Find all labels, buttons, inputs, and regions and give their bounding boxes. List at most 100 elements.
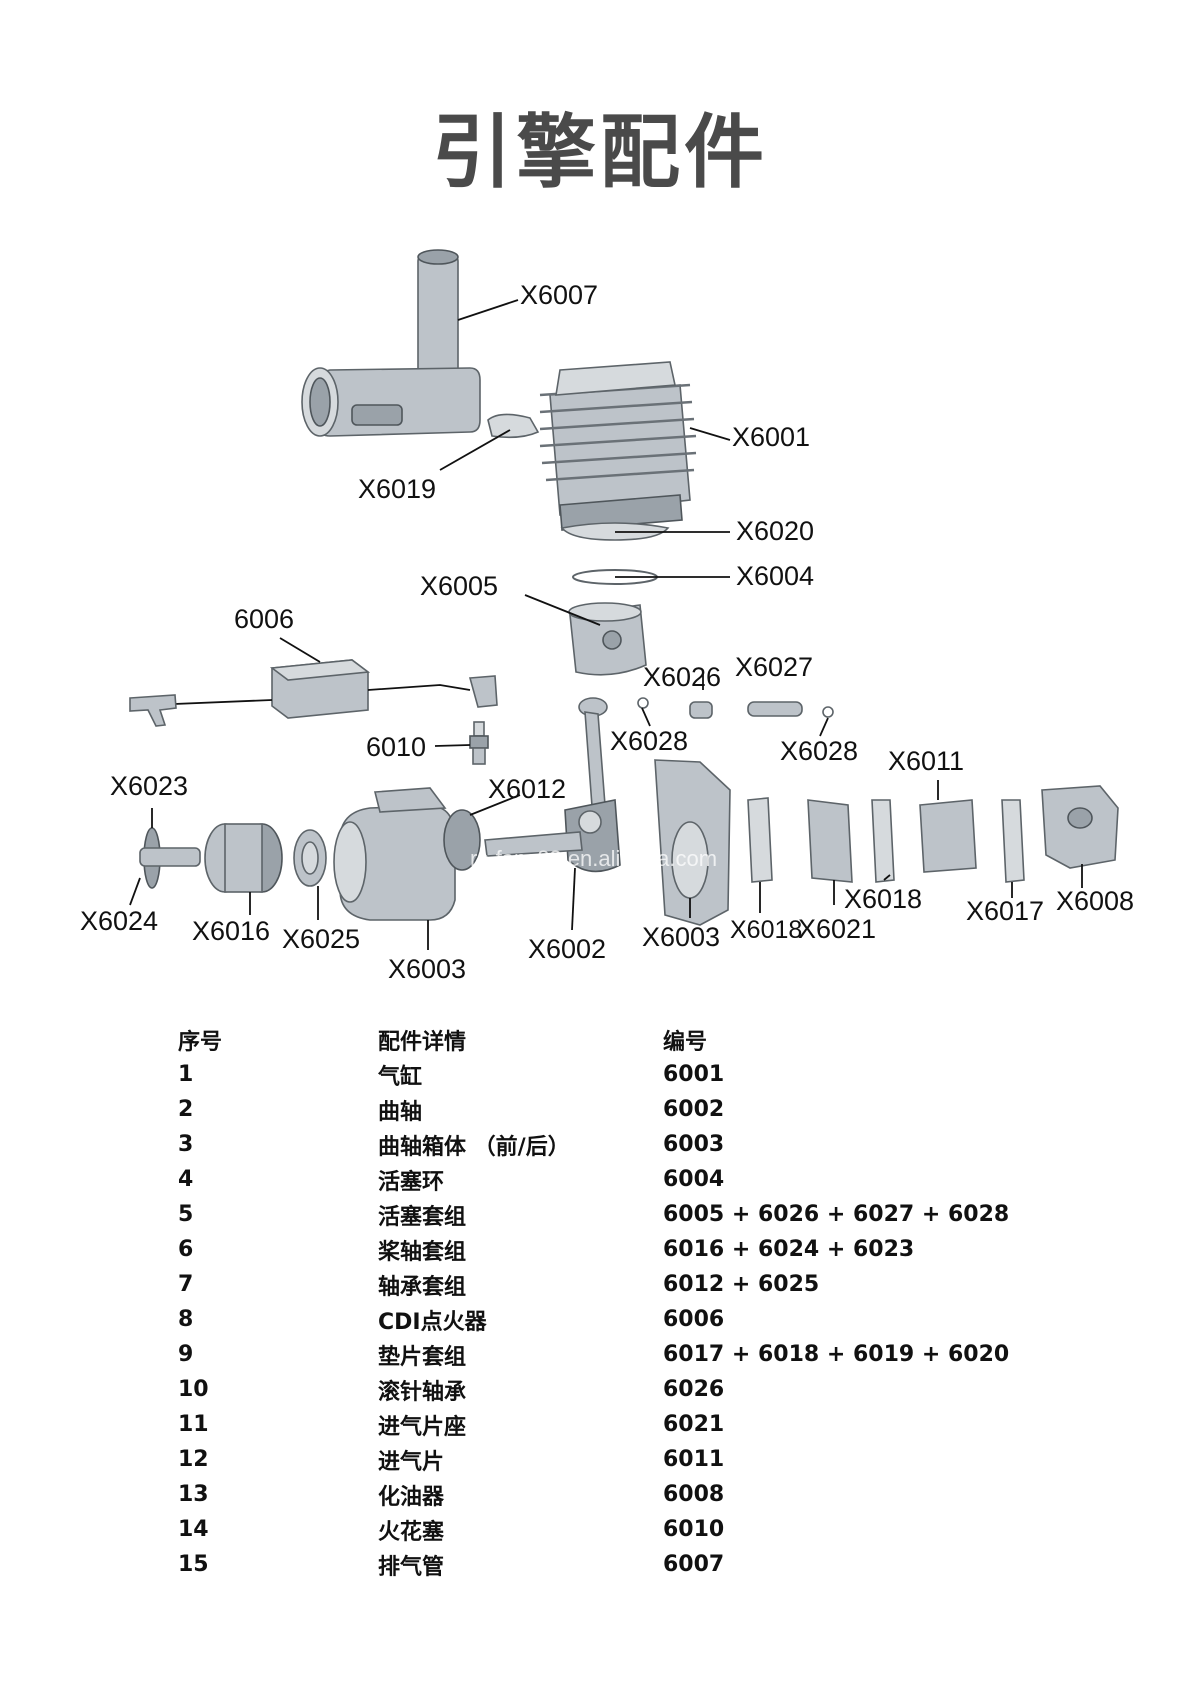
callout-x6017: X6017 [966,896,1044,926]
exhaust-pipe [301,249,481,437]
gasket-1 [747,797,773,883]
clip-left [637,697,649,709]
row-index: 7 [178,1272,194,1297]
row-description: 活塞套组 [378,1204,467,1230]
callout-x6012: X6012 [488,774,566,804]
row-part-number: 6017 + 6018 + 6019 + 6020 [663,1342,1010,1367]
row-description: 进气片 [378,1449,445,1475]
callout-x6007: X6007 [520,280,598,310]
callout-6006: 6006 [234,604,294,634]
row-index: 15 [178,1552,209,1577]
callout-x6028-right: X6028 [780,736,858,766]
row-part-number: 6006 [663,1307,725,1332]
callout-x6028-left: X6028 [610,726,688,756]
exhaust-gasket [487,413,540,439]
row-index: 3 [178,1132,194,1157]
row-part-number: 6001 [663,1062,725,1087]
row-part-number: 6007 [663,1552,725,1577]
row-description: 滚针轴承 [378,1379,467,1405]
cdi-ignition [129,659,498,727]
row-index: 1 [178,1062,194,1087]
cylinder [539,361,697,531]
crankcase-front [333,787,481,921]
prop-drive [204,823,283,893]
table-row: 1 气缸 6001 [178,1057,1063,1092]
callout-x6019: X6019 [358,474,436,504]
callout-x6024: X6024 [80,906,158,936]
crankshaft [484,697,621,873]
leader-lines [129,299,1083,950]
row-part-number: 6011 [663,1447,725,1472]
header-part-number: 编号 [663,1029,708,1055]
table-row: 8 CDI点火器 6006 [178,1302,1063,1337]
callout-x6020: X6020 [736,516,814,546]
row-description: 化油器 [378,1484,445,1510]
prop-hub [139,827,201,889]
callout-x6016: X6016 [192,916,270,946]
callout-x6018-left: X6018 [730,916,802,944]
table-row: 7 轴承套组 6012 + 6025 [178,1267,1063,1302]
callout-x6018-right: X6018 [844,884,922,914]
exploded-parts-diagram: rc-fans88.en.alibaba.com X6007 X6001 X60… [80,249,1134,984]
row-part-number: 6026 [663,1377,725,1402]
spark-plug [469,721,489,765]
row-description: 桨轴套组 [378,1239,467,1265]
row-description: 曲轴箱体 （前/后） [378,1134,570,1160]
row-part-number: 6010 [663,1517,725,1542]
row-index: 11 [178,1412,209,1437]
row-part-number: 6002 [663,1097,725,1122]
callout-x6002: X6002 [528,934,606,964]
table-row: 5 活塞套组 6005 + 6026 + 6027 + 6028 [178,1197,1063,1232]
piston-pin [747,701,803,717]
table-row: 11 进气片座 6021 [178,1407,1063,1442]
table-header-row: 序号 配件详情 编号 [178,1022,1063,1057]
table-row: 9 垫片套组 6017 + 6018 + 6019 + 6020 [178,1337,1063,1372]
row-part-number: 6008 [663,1482,725,1507]
page-title: 引擎配件 [432,106,768,199]
header-index: 序号 [178,1029,223,1055]
row-part-number: 6004 [663,1167,725,1192]
row-description: 进气片座 [378,1414,467,1440]
row-index: 5 [178,1202,194,1227]
row-description: 轴承套组 [378,1274,467,1300]
callout-6010: 6010 [366,732,426,762]
table-row: 15 排气管 6007 [178,1547,1063,1582]
table-row: 10 滚针轴承 6026 [178,1372,1063,1407]
header-description: 配件详情 [378,1029,467,1055]
row-part-number: 6012 + 6025 [663,1272,820,1297]
row-index: 13 [178,1482,209,1507]
callout-x6003-rear: X6003 [642,922,720,952]
piston [568,602,647,676]
callout-x6027: X6027 [735,652,813,682]
row-part-number: 6005 + 6026 + 6027 + 6028 [663,1202,1010,1227]
callout-x6025: X6025 [282,924,360,954]
row-index: 10 [178,1377,209,1402]
row-description: 垫片套组 [378,1344,467,1370]
crankcase-rear [654,759,731,926]
callout-x6023: X6023 [110,771,188,801]
row-part-number: 6021 [663,1412,725,1437]
callout-x6003-front: X6003 [388,954,466,984]
clip-right [822,706,834,718]
row-index: 12 [178,1447,209,1472]
row-description: CDI点火器 [378,1309,487,1335]
gasket-2 [871,799,895,883]
row-index: 4 [178,1167,194,1192]
carburetor [1041,785,1119,869]
table-row: 3 曲轴箱体 （前/后） 6003 [178,1127,1063,1162]
callout-x6004: X6004 [736,561,814,591]
row-index: 9 [178,1342,194,1367]
row-part-number: 6003 [663,1132,725,1157]
row-description: 曲轴 [378,1099,423,1125]
row-description: 气缸 [378,1064,423,1090]
watermark-text: rc-fans88.en.alibaba.com [470,846,717,871]
reed-valve [919,799,977,873]
callout-x6011: X6011 [888,746,964,776]
row-index: 8 [178,1307,194,1332]
row-description: 排气管 [378,1554,445,1580]
